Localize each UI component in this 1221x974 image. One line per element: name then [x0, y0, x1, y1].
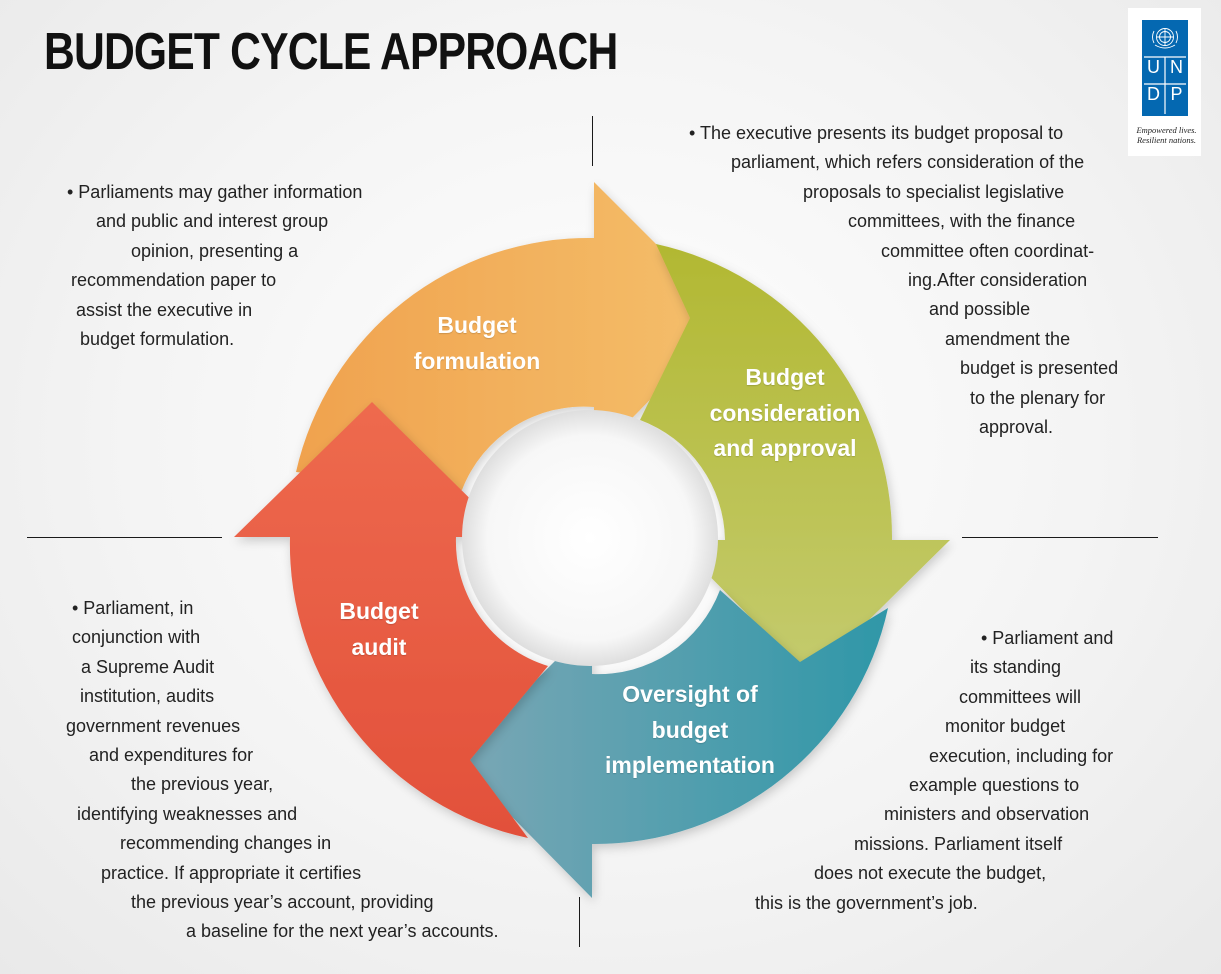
description-line: committees, with the finance	[848, 211, 1076, 232]
description-line: amendment the	[945, 328, 1071, 349]
description-line: committees will	[959, 686, 1082, 707]
stage-label-line: Oversight of	[622, 681, 758, 707]
description-formulation: • Parliaments may gather information and…	[0, 178, 362, 354]
description-consideration: • The executive presents its budget prop…	[0, 119, 1118, 442]
divider-bottom	[579, 897, 580, 947]
stage-label-line: formulation	[413, 347, 541, 374]
description-line: • Parliament, in	[72, 598, 194, 618]
description-line: recommending changes in	[120, 833, 332, 854]
logo-letter-p: P	[1170, 84, 1183, 104]
description-line: a baseline for the next year’s accounts.	[186, 921, 499, 942]
description-line: opinion, presenting a	[131, 240, 299, 261]
stage-label-audit: Budget audit	[269, 594, 489, 665]
divider-top	[592, 116, 593, 166]
description-line: assist the executive in	[76, 299, 253, 320]
description-line: parliament, which refers consideration o…	[731, 152, 1085, 173]
stage-label-line: audit	[351, 633, 407, 660]
stage-label-formulation: Budget formulation	[367, 308, 587, 379]
description-line: a Supreme Audit	[81, 656, 215, 677]
divider-left	[27, 537, 222, 538]
description-line: ing.After consideration	[908, 270, 1088, 291]
description-line: does not execute the budget,	[814, 863, 1047, 884]
logo-letter-u: U	[1147, 57, 1160, 77]
description-line: this is the government’s job.	[755, 892, 978, 913]
description-line: • The executive presents its budget prop…	[689, 123, 1064, 143]
stage-label-line: implementation	[605, 752, 775, 778]
description-line: monitor budget	[945, 716, 1066, 737]
description-line: committee often coordinat-	[881, 240, 1095, 261]
un-emblem-icon	[1142, 20, 1188, 116]
logo-letter-d: D	[1147, 84, 1160, 104]
description-line: recommendation paper to	[71, 270, 277, 291]
cycle-center	[462, 410, 718, 666]
stage-label-line: Budget	[745, 364, 825, 390]
description-line: budget formulation.	[80, 329, 235, 350]
description-line: and public and interest group	[96, 211, 329, 232]
description-line: ministers and observation	[884, 804, 1090, 825]
undp-letters: U N D P	[1142, 57, 1188, 116]
description-line: approval.	[979, 417, 1054, 438]
description-line: missions. Parliament itself	[854, 833, 1063, 854]
description-oversight: • Parliament and its standing committees…	[0, 624, 1113, 918]
description-line: the previous year,	[131, 774, 274, 795]
description-line: • Parliament and	[981, 628, 1114, 648]
description-line: institution, audits	[80, 686, 215, 707]
description-audit: • Parliament, in conjunction with a Supr…	[0, 594, 499, 947]
stage-label-line: budget	[651, 716, 729, 743]
consideration-arrow	[640, 244, 950, 678]
logo-letter-n: N	[1170, 57, 1183, 77]
description-line: • Parliaments may gather information	[67, 182, 363, 202]
stage-label-line: Budget	[339, 598, 419, 624]
description-line: government revenues	[66, 715, 241, 736]
description-line: proposals to specialist legislative	[803, 181, 1065, 202]
stage-label-line: and approval	[713, 435, 857, 461]
description-line: identifying weaknesses and	[77, 803, 298, 824]
description-line: its standing	[970, 657, 1062, 678]
undp-logo: U N D P Empowered lives. Resilient natio…	[1128, 8, 1201, 156]
description-line: example questions to	[909, 775, 1080, 796]
logo-tagline: Empowered lives. Resilient nations.	[1132, 125, 1201, 145]
formulation-arrow	[296, 182, 730, 490]
oversight-arrow	[456, 590, 888, 898]
tagline-line: Resilient nations.	[1136, 135, 1197, 145]
divider-right	[962, 537, 1158, 538]
description-line: to the plenary for	[970, 387, 1106, 408]
page-title: BUDGET CYCLE APPROACH	[44, 23, 618, 81]
description-line: conjunction with	[72, 627, 201, 648]
description-line: budget is presented	[960, 358, 1119, 379]
description-line: and expenditures for	[89, 745, 254, 766]
stage-label-line: Budget	[437, 312, 517, 338]
description-line: and possible	[929, 299, 1031, 320]
stage-label-oversight: Oversight of budget implementation	[580, 677, 800, 784]
stage-label-line: consideration	[709, 399, 861, 426]
tagline-line: Empowered lives.	[1136, 125, 1197, 135]
stage-label-consideration: Budget consideration and approval	[675, 360, 895, 467]
description-line: execution, including for	[929, 745, 1114, 766]
description-line: practice. If appropriate it certifies	[101, 862, 362, 883]
description-line: the previous year’s account, providing	[131, 892, 434, 913]
